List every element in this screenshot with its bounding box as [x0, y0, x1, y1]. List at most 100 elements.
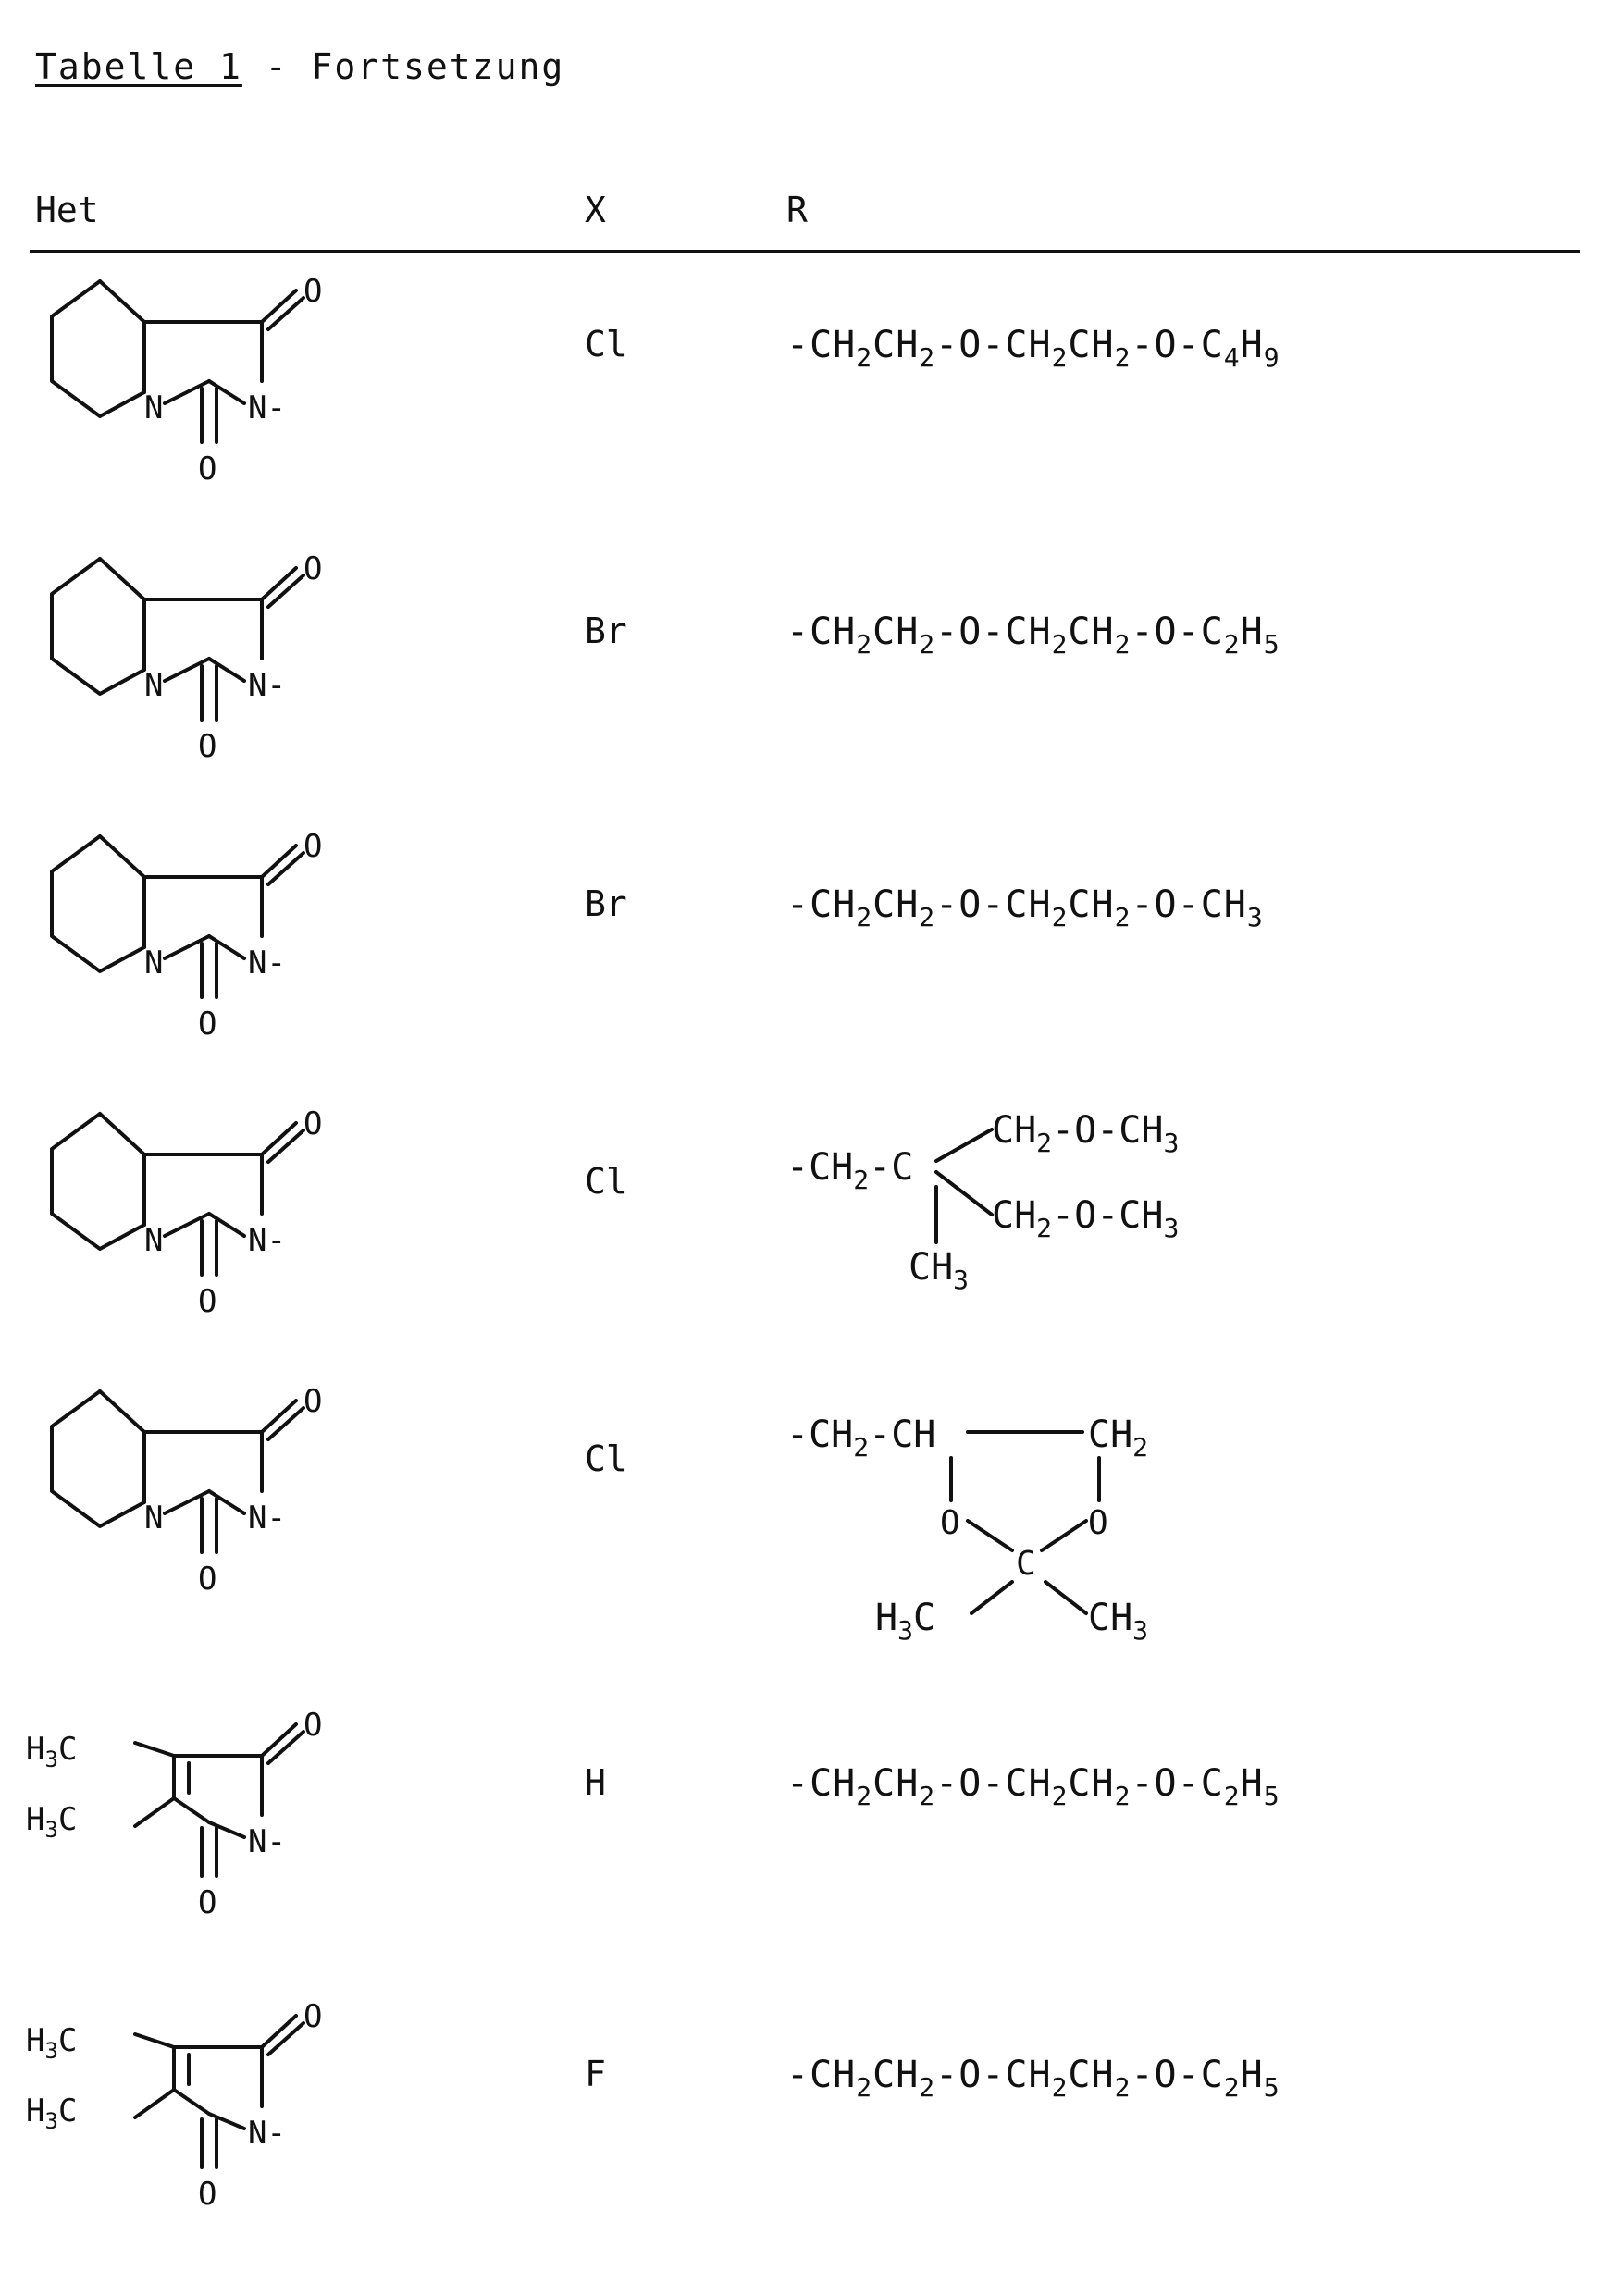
- r-group-branched: -CH2-C CH2-O-CH3 CH2-O-CH3 CH3: [786, 1105, 1305, 1309]
- r-text: H: [1241, 1762, 1264, 1805]
- r-value: -CH2CH2-O-CH2CH2-O-C2H5: [786, 2054, 1280, 2103]
- r-value: -CH2CH2-O-CH2CH2-O-C2H5: [786, 1762, 1280, 1811]
- het-structure-bicyclic: O N N- O: [26, 823, 359, 1045]
- table-title-main: Tabelle 1: [35, 46, 242, 87]
- imide-nitrogen: N-: [248, 1823, 286, 1860]
- x-value: Br: [585, 883, 627, 924]
- table-title: Tabelle 1 - Fortsetzung: [35, 46, 564, 87]
- ring-nitrogen: N: [144, 1500, 163, 1537]
- carbonyl-oxygen-top: O: [303, 828, 322, 865]
- r-text: CH: [1068, 883, 1114, 926]
- imide-nitrogen: N-: [248, 2115, 286, 2152]
- r-text: -O-C: [1131, 2054, 1223, 2096]
- methyl-label: H3C: [26, 2022, 77, 2064]
- r-value: -CH2CH2-O-CH2CH2-O-C4H9: [786, 324, 1280, 373]
- carbonyl-oxygen-top: O: [303, 273, 322, 310]
- r-text: CH: [1068, 2054, 1114, 2096]
- x-value: H: [585, 1762, 606, 1803]
- r-text: -CH2-CH: [786, 1413, 935, 1463]
- r-sub: 2: [1224, 1781, 1241, 1811]
- r-text: CH2: [1088, 1413, 1148, 1463]
- r-sub: 2: [1115, 629, 1132, 660]
- r-sub: 5: [1264, 2072, 1280, 2103]
- r-text: -O-CH: [935, 611, 1051, 653]
- x-value: Br: [585, 611, 627, 651]
- r-text: CH: [872, 324, 919, 366]
- r-text: CH: [872, 611, 919, 653]
- r-sub: 2: [1052, 629, 1069, 660]
- r-text: CH: [1068, 324, 1114, 366]
- ring-nitrogen: N: [144, 944, 163, 981]
- ring-oxygen: O: [1088, 1504, 1108, 1542]
- carbonyl-oxygen-bottom: O: [198, 1283, 216, 1320]
- carbonyl-oxygen-top: O: [303, 550, 322, 587]
- r-text: -CH: [786, 324, 856, 366]
- r-sub: 2: [856, 629, 872, 660]
- r-text: CH3: [909, 1246, 969, 1295]
- carbonyl-oxygen-top: O: [303, 1105, 322, 1142]
- r-sub: 2: [1052, 2072, 1069, 2103]
- het-structure-bicyclic: O N N- O: [26, 1378, 359, 1600]
- x-value: Cl: [585, 1438, 627, 1479]
- r-sub: 2: [1224, 2072, 1241, 2103]
- r-sub: 2: [856, 342, 872, 373]
- r-text: CH: [872, 1762, 919, 1805]
- het-structure-dimethylmaleimide: H3C H3C O N- O: [26, 1994, 359, 2216]
- carbonyl-oxygen-bottom: O: [198, 451, 216, 488]
- r-text: -O-CH: [935, 324, 1051, 366]
- r-text: H: [1241, 611, 1264, 653]
- r-text: CH: [872, 883, 919, 926]
- r-group-dioxolane: -CH2-CH CH2 O O C H3C CH3: [786, 1397, 1305, 1674]
- imide-nitrogen: N-: [248, 944, 286, 981]
- x-value: Cl: [585, 324, 627, 364]
- r-text: -O-CH: [935, 883, 1051, 926]
- r-text: CH3: [1088, 1597, 1148, 1646]
- r-text: -O-C: [1131, 1762, 1223, 1805]
- ring-nitrogen: N: [144, 1222, 163, 1259]
- imide-nitrogen: N-: [248, 1222, 286, 1259]
- r-sub: 5: [1264, 1781, 1280, 1811]
- r-sub: 4: [1224, 342, 1241, 373]
- r-text: -O-CH: [1131, 883, 1246, 926]
- r-sub: 2: [1224, 629, 1241, 660]
- imide-nitrogen: N-: [248, 667, 286, 704]
- r-text: -O-C: [1131, 611, 1223, 653]
- ring-nitrogen: N: [144, 667, 163, 704]
- carbonyl-oxygen-bottom: O: [198, 2176, 216, 2213]
- r-text: CH: [872, 2054, 919, 2096]
- r-text: -O-CH: [935, 1762, 1051, 1805]
- x-value: Cl: [585, 1161, 627, 1202]
- r-sub: 2: [919, 1781, 935, 1811]
- header-rule: [30, 250, 1580, 253]
- r-text: H: [1241, 2054, 1264, 2096]
- imide-nitrogen: N-: [248, 389, 286, 426]
- carbonyl-oxygen-top: O: [303, 1998, 322, 2035]
- ring-nitrogen: N: [144, 389, 163, 426]
- carbonyl-oxygen-bottom: O: [198, 1884, 216, 1921]
- r-sub: 2: [856, 1781, 872, 1811]
- r-sub: 2: [1052, 1781, 1069, 1811]
- r-sub: 2: [1115, 1781, 1132, 1811]
- carbonyl-oxygen-bottom: O: [198, 1561, 216, 1598]
- r-sub: 3: [1247, 902, 1264, 932]
- r-sub: 2: [1115, 2072, 1132, 2103]
- carbonyl-oxygen-top: O: [303, 1383, 322, 1420]
- methyl-label: H3C: [26, 1801, 77, 1843]
- header-het: Het: [35, 190, 99, 230]
- header-r: R: [786, 190, 808, 230]
- r-sub: 2: [1052, 342, 1069, 373]
- table-title-suffix: - Fortsetzung: [242, 46, 564, 87]
- r-text: CH2-O-CH3: [992, 1194, 1179, 1243]
- r-text: -CH: [786, 2054, 856, 2096]
- carbonyl-oxygen-bottom: O: [198, 1006, 216, 1043]
- het-structure-bicyclic: O N N- O: [26, 1101, 359, 1323]
- het-structure-dimethylmaleimide: H3C H3C O N- O: [26, 1702, 359, 1924]
- r-text: -CH: [786, 883, 856, 926]
- r-text: -O-C: [1131, 324, 1223, 366]
- r-text: -CH: [786, 611, 856, 653]
- r-value: -CH2CH2-O-CH2CH2-O-C2H5: [786, 611, 1280, 660]
- r-text: C: [1016, 1545, 1036, 1583]
- methyl-label: H3C: [26, 1731, 77, 1772]
- carbonyl-oxygen-bottom: O: [198, 728, 216, 765]
- r-sub: 2: [1115, 342, 1132, 373]
